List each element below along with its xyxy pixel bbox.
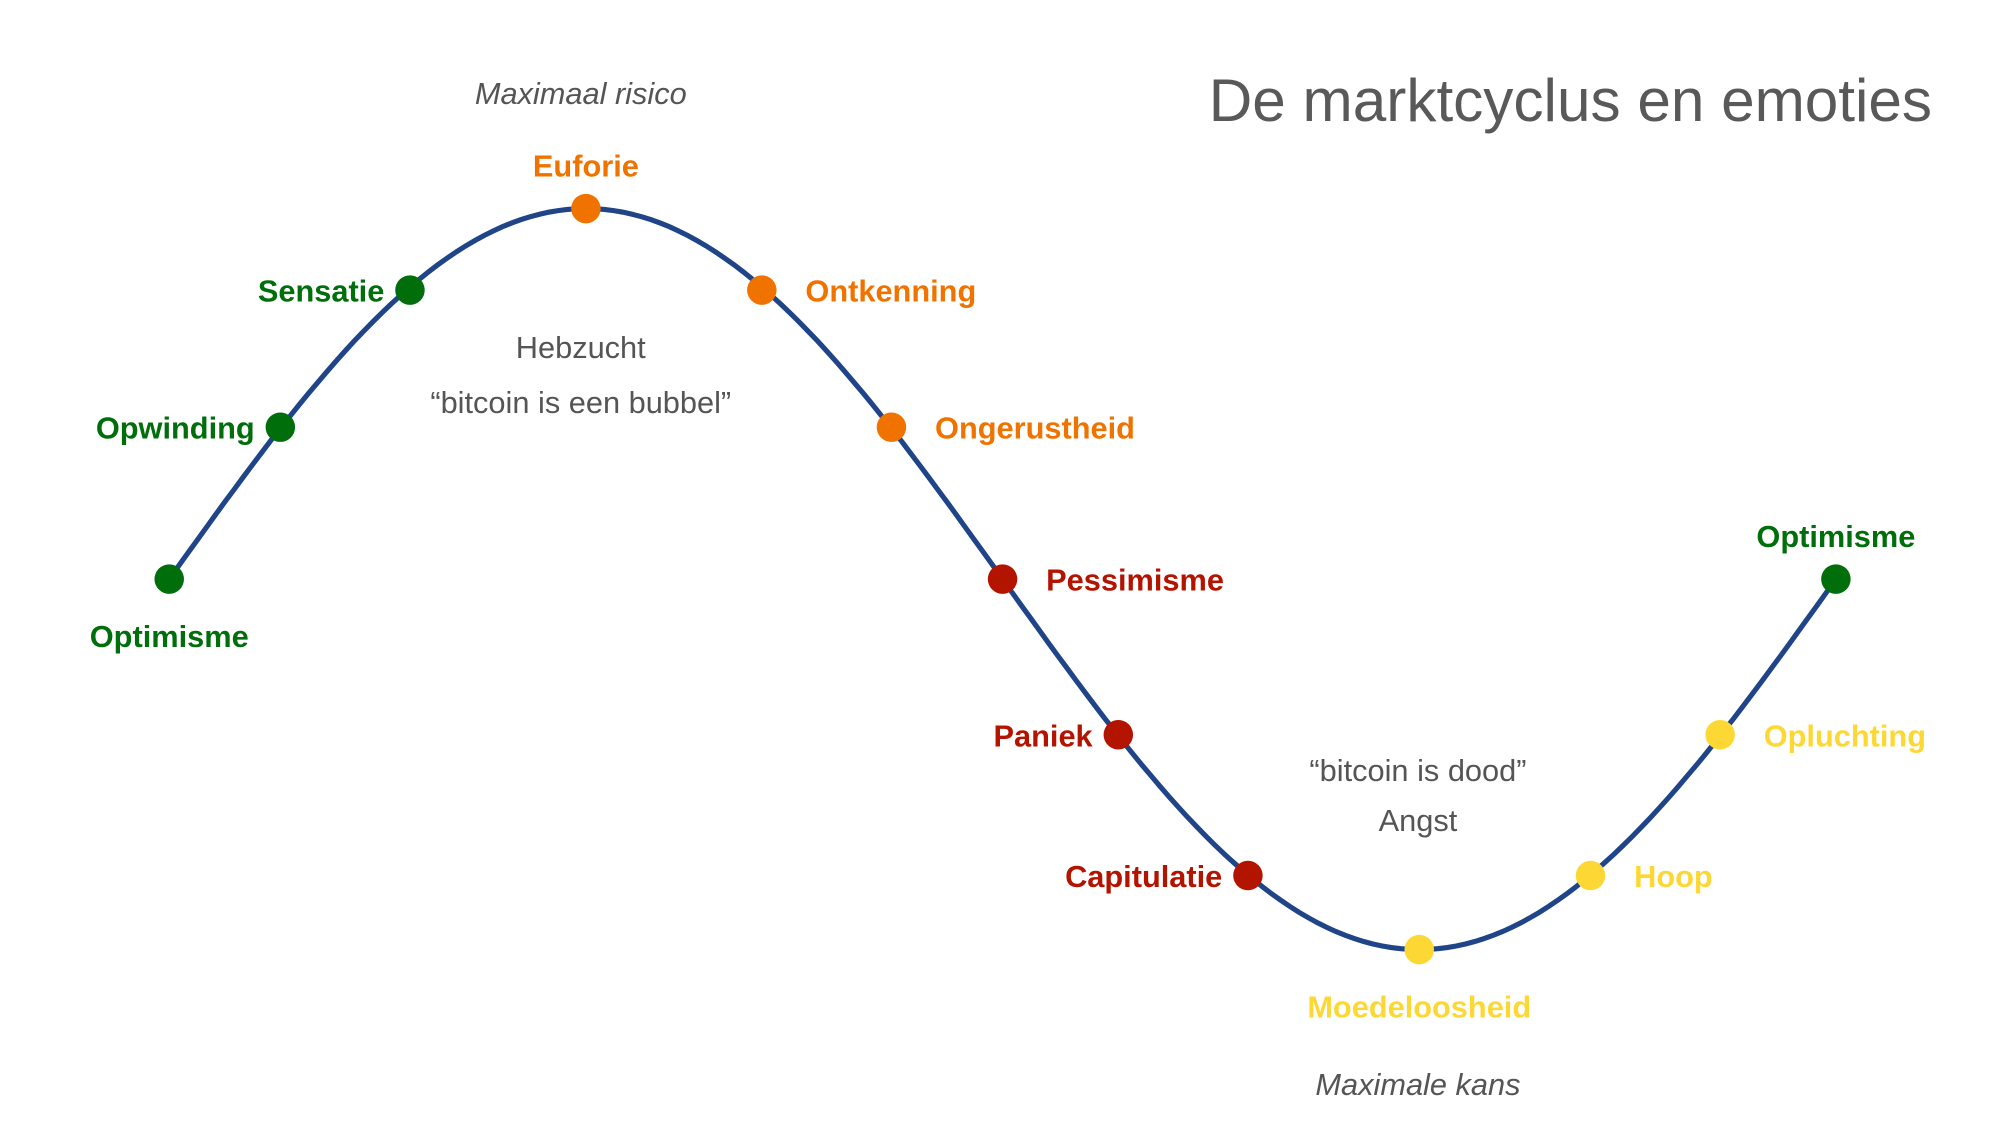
data-point-paniek — [1103, 719, 1134, 750]
data-label-opluchting: Opluchting — [1764, 718, 1926, 753]
data-point-ontkenning — [747, 275, 777, 305]
data-point-opwinding — [265, 412, 296, 442]
annotation-fear: Angst — [1379, 803, 1458, 838]
data-point-ongerustheid — [876, 412, 907, 442]
data-point-optimisme — [1821, 564, 1851, 594]
data-label-optimisme: Optimisme — [1756, 519, 1915, 554]
data-label-paniek: Paniek — [994, 718, 1094, 753]
data-point-optimisme — [154, 564, 184, 594]
data-label-ongerustheid: Ongerustheid — [935, 411, 1135, 446]
annotation-greed: Hebzucht — [516, 330, 646, 365]
data-label-pessimisme: Pessimisme — [1046, 563, 1224, 598]
annotation-max-chance: Maximale kans — [1315, 1067, 1520, 1102]
annotation-fear-quote: “bitcoin is dood” — [1309, 753, 1526, 788]
data-point-euforie — [571, 193, 601, 224]
data-label-hoop: Hoop — [1634, 859, 1713, 894]
data-label-sensatie: Sensatie — [258, 274, 384, 309]
data-point-pessimisme — [987, 564, 1018, 594]
data-label-optimisme: Optimisme — [90, 619, 249, 654]
data-label-opwinding: Opwinding — [96, 411, 255, 446]
annotation-greed-quote: “bitcoin is een bubbel” — [430, 385, 731, 420]
data-label-moedeloosheid: Moedeloosheid — [1307, 990, 1531, 1025]
data-point-moedeloosheid — [1404, 934, 1434, 965]
data-point-capitulatie — [1233, 860, 1263, 891]
data-point-hoop — [1575, 860, 1606, 891]
data-point-sensatie — [395, 275, 425, 305]
annotation-max-risk: Maximaal risico — [475, 76, 687, 111]
data-label-capitulatie: Capitulatie — [1065, 859, 1222, 894]
data-point-opluchting — [1705, 719, 1735, 750]
chart-title: De marktcyclus en emoties — [1209, 66, 1932, 134]
data-label-ontkenning: Ontkenning — [805, 274, 976, 309]
data-label-euforie: Euforie — [533, 149, 639, 184]
